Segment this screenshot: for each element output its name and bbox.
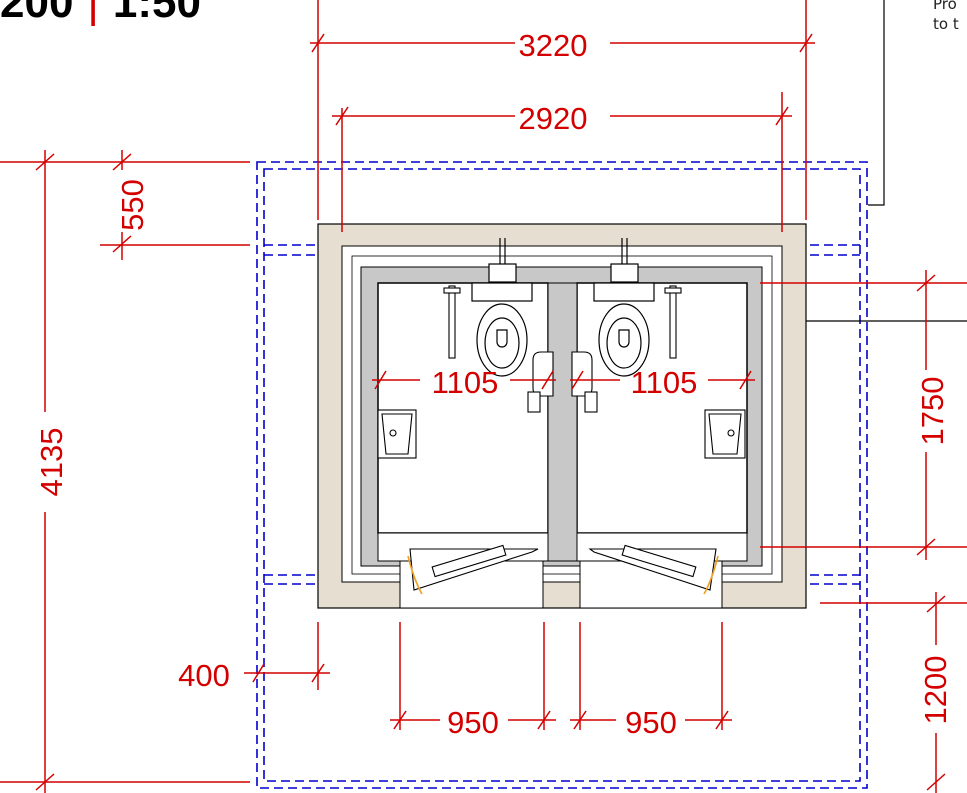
washbasin-icon <box>377 409 417 459</box>
drawing-scale: 1:50 <box>112 0 201 27</box>
dim-front-clearance: 1200 <box>918 656 953 725</box>
drawing-scale-label: 200 | 1:50 <box>0 0 201 28</box>
dim-cubicle-width-right: 1105 <box>631 365 698 400</box>
dim-cubicle-depth: 1750 <box>915 377 950 446</box>
central-partition <box>547 282 578 562</box>
toilet-icon <box>471 238 533 377</box>
door-icon <box>407 544 539 595</box>
note-line-1: Pro <box>933 0 957 13</box>
dim-overall-depth: 4135 <box>34 428 69 497</box>
door-icon <box>588 544 719 595</box>
annotation-note: Pro to t <box>933 0 959 34</box>
note-line-2: to t <box>933 15 959 33</box>
washbasin-icon <box>704 409 746 459</box>
dim-side-offset: 400 <box>178 658 230 693</box>
drawing-number: 200 <box>0 0 74 27</box>
scale-separator: | <box>87 0 99 27</box>
toilet-icon <box>593 238 655 377</box>
dim-inner-width: 2920 <box>519 101 588 136</box>
leader-lines <box>806 0 967 322</box>
dim-door-width-right: 950 <box>625 705 677 740</box>
dim-overall-width: 3220 <box>519 28 588 63</box>
dim-door-width-left: 950 <box>447 705 499 740</box>
dim-top-offset: 550 <box>115 179 150 231</box>
dim-cubicle-width-left: 1105 <box>432 365 499 400</box>
